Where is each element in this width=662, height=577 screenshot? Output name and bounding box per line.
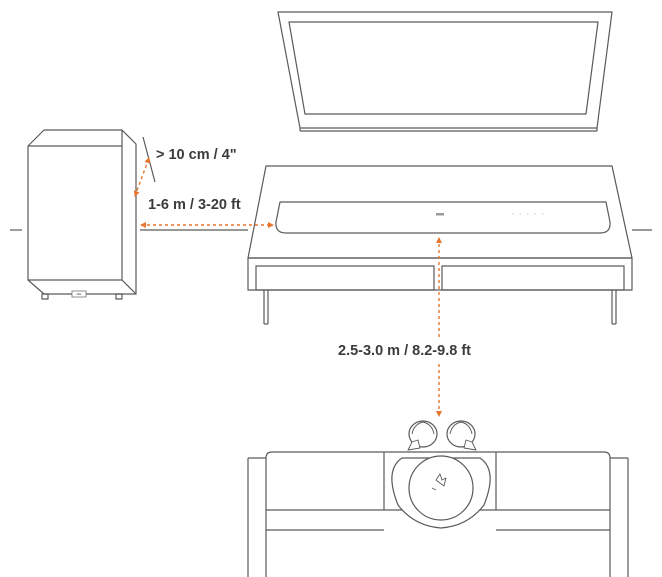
tv [277,11,613,132]
svg-text:JBL: JBL [76,292,82,296]
subwoofer-distance-label: 1-6 m / 3-20 ft [148,197,241,213]
subwoofer-logo-icon: JBL [71,290,87,298]
listening-distance-label: 2.5-3.0 m / 8.2-9.8 ft [338,343,471,359]
wall-reference-line [142,136,156,183]
tv-stand [247,165,633,325]
subwoofer-clearance-label: > 10 cm / 4" [156,147,237,163]
soundbar-logo-icon [436,213,444,216]
soundbar [275,201,611,234]
subwoofer [27,129,137,300]
subwoofer-clearance-arrow [133,157,151,197]
listener [391,420,491,529]
